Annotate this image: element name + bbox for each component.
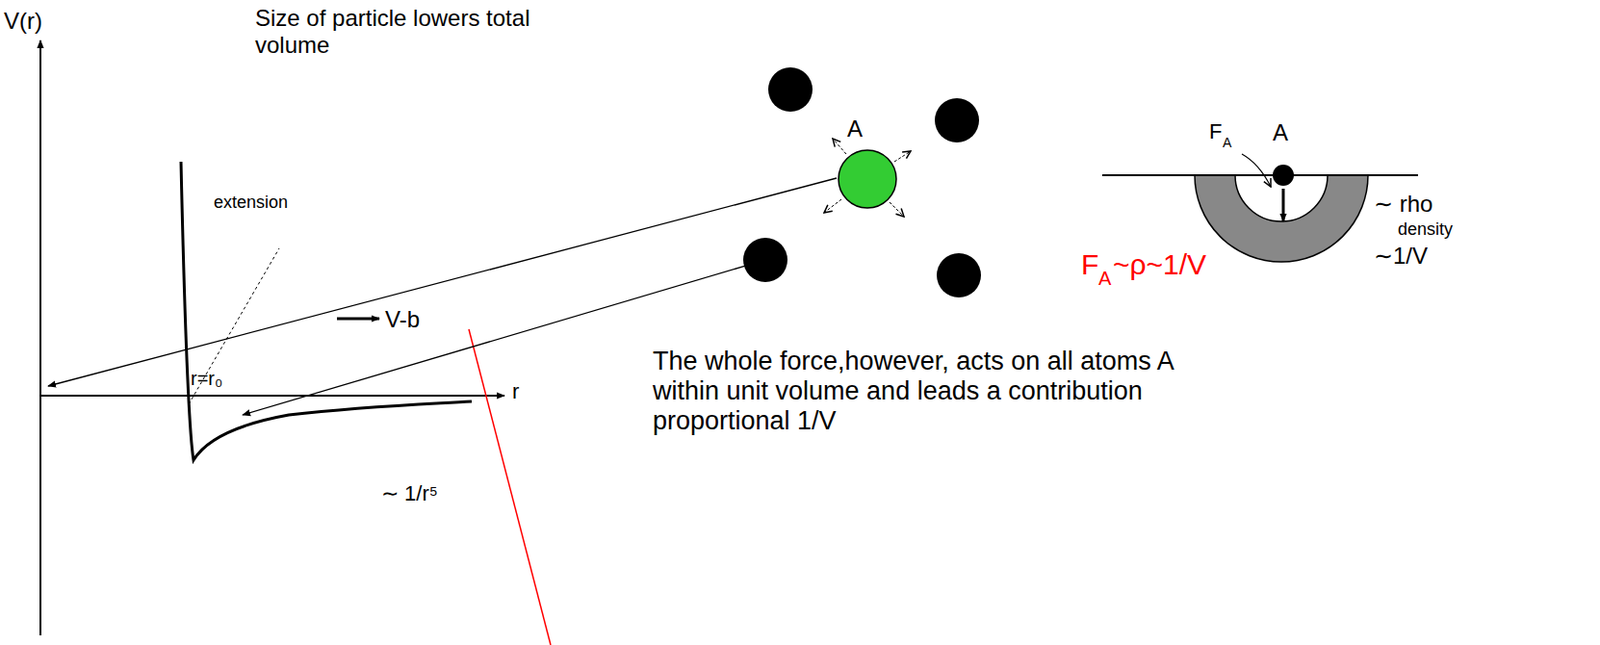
force-arrow [824,199,842,213]
implies-arrow [336,317,380,321]
subscript: A [1098,267,1111,290]
particle-label: A [1272,119,1289,147]
subscript: A [1222,134,1232,151]
particle-a [838,150,897,208]
annotation: extension [213,192,288,213]
annotation: density [1397,219,1453,240]
formula: ∼ 1/r⁵ [381,481,439,506]
axis-label: V(r) [3,7,43,35]
heading-note: Size of particle lowers total volume [255,4,535,58]
particle-a [1272,164,1294,186]
force-arrow [1282,188,1286,222]
x-axis [40,394,505,397]
potential-curve [180,161,472,461]
red-line [468,329,551,645]
particle [936,253,981,298]
axis-label: r [512,379,519,404]
formula: F [1081,248,1099,283]
particle [934,98,980,143]
force-label: F [1209,119,1222,144]
formula: V-b [385,306,420,334]
force-pointer [1241,154,1271,187]
explanation: The whole force,however, acts on all ato… [652,346,1192,437]
particle [768,67,813,112]
density-label: ∼ rho [1373,190,1433,218]
axis-mark: r=r₀ [190,367,223,390]
formula: ~ρ~1/V [1112,248,1207,283]
density-band [1194,175,1368,262]
surface-line [1102,174,1419,177]
force-arrow [832,138,847,155]
formula: ∼1/V [1373,242,1428,270]
particle-label: A [847,115,863,143]
extension-line [188,248,280,405]
y-axis [39,40,42,636]
force-arrow [894,151,911,162]
particle [743,237,788,283]
force-arrow [889,202,904,217]
